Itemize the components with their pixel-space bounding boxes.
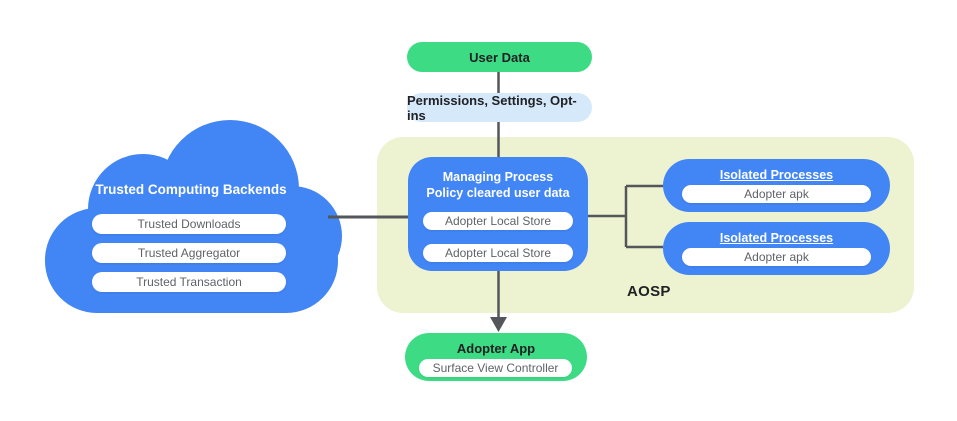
cloud-item-label: Trusted Transaction [136,275,242,289]
isolated-process-title: Isolated Processes [719,168,834,182]
adopter-local-store-1: Adopter Local Store [423,212,573,230]
managing-process-title-line1: Managing Process [442,170,554,184]
aosp-label: AOSP [627,283,671,300]
surface-view-controller-label: Surface View Controller [432,361,559,375]
cloud-item-label: Trusted Aggregator [137,246,241,260]
cloud-item-trusted-downloads: Trusted Downloads [92,214,286,234]
user-data-node: User Data [407,42,592,72]
cloud-title: Trusted Computing Backends [95,182,287,197]
permissions-node: Permissions, Settings, Opt-ins [407,92,592,123]
adopter-apk-pill-2: Adopter apk [682,248,871,266]
user-data-label: User Data [469,49,530,65]
adopter-app-node: Adopter App Surface View Controller [405,333,587,381]
adopter-local-store-label: Adopter Local Store [444,246,552,260]
isolated-process-node-2: Isolated Processes Adopter apk [663,222,890,275]
arrow-down-icon [490,317,507,332]
aosp-container: AOSP Managing Process Policy cleared use… [377,137,914,313]
adopter-app-title: Adopter App [456,341,536,356]
cloud-item-trusted-transaction: Trusted Transaction [92,272,286,292]
adopter-apk-label: Adopter apk [744,250,809,264]
isolated-process-title: Isolated Processes [719,231,834,245]
adopter-apk-label: Adopter apk [744,187,809,201]
managing-process-title: Managing Process Policy cleared user dat… [408,169,588,202]
adopter-local-store-label: Adopter Local Store [444,214,552,228]
isolated-process-node-1: Isolated Processes Adopter apk [663,159,890,212]
permissions-label: Permissions, Settings, Opt-ins [407,92,577,123]
cloud-item-trusted-aggregator: Trusted Aggregator [92,243,286,263]
adopter-apk-pill-1: Adopter apk [682,185,871,203]
surface-view-controller-pill: Surface View Controller [419,359,572,377]
cloud-item-label: Trusted Downloads [137,217,241,231]
managing-process-title-line2: Policy cleared user data [426,186,570,201]
managing-process-node: Managing Process Policy cleared user dat… [408,157,588,271]
adopter-local-store-2: Adopter Local Store [423,244,573,262]
